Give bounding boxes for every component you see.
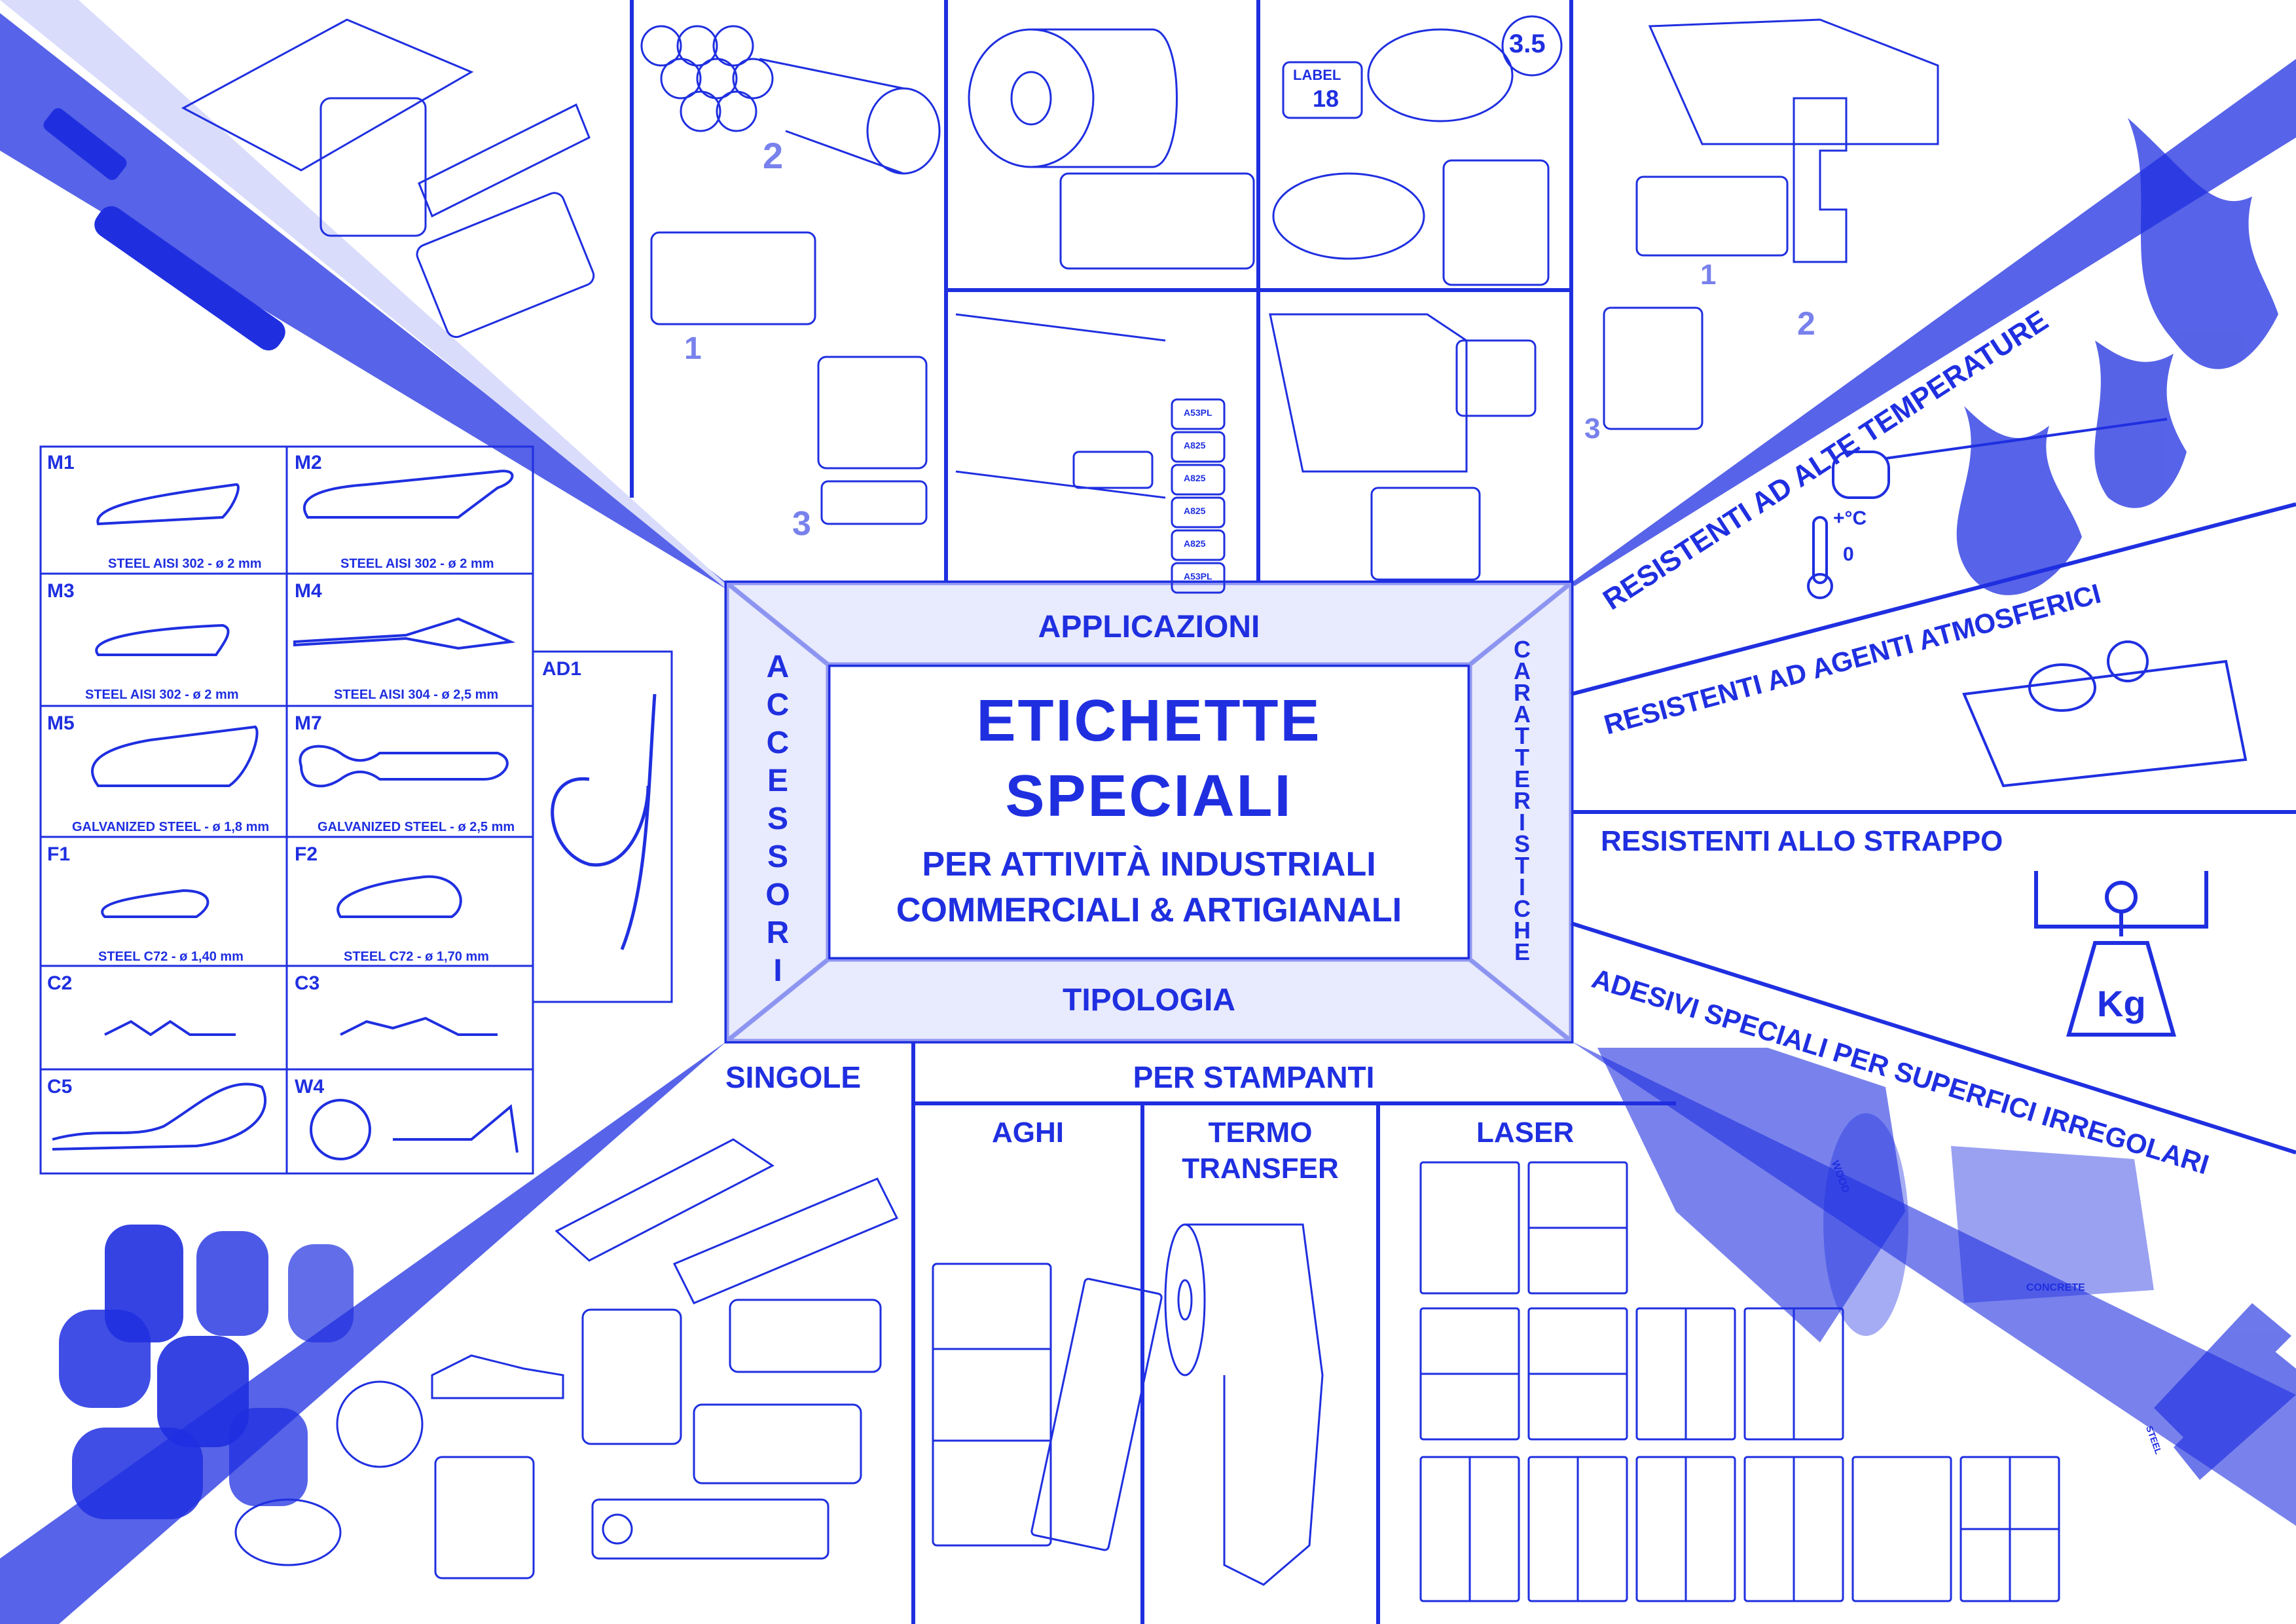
clip-code: M4 xyxy=(295,580,322,602)
clip-code: M2 xyxy=(295,452,322,473)
weight-unit: Kg xyxy=(2097,983,2146,1024)
temp-unit: +°C xyxy=(1833,507,1867,529)
needle-heading: AGHI xyxy=(992,1116,1064,1149)
concrete-block xyxy=(1951,1146,2154,1303)
step-number: 2 xyxy=(763,135,784,176)
clip-caption: GALVANIZED STEEL - ø 2,5 mm xyxy=(318,820,515,834)
ribbon-rolls xyxy=(59,1225,354,1519)
clip-caption: STEEL C72 - ø 1,40 mm xyxy=(98,950,244,964)
step-number: 1 xyxy=(684,331,702,366)
clip-code: C3 xyxy=(295,972,320,994)
characteristics-heading: CARATTERISTICHE xyxy=(1503,636,1542,965)
thermo-heading-line1: TERMO xyxy=(1208,1116,1313,1149)
clip-caption: STEEL C72 - ø 1,70 mm xyxy=(344,950,489,964)
tear-label: RESISTENTI ALLO STRAPPO xyxy=(1601,825,2003,857)
band-top-right xyxy=(1571,59,2296,586)
clip-code: M3 xyxy=(47,580,75,602)
subtitle-line1: PER ATTIVITÀ INDUSTRIALI xyxy=(922,845,1376,883)
weight-icon xyxy=(2034,871,2208,1037)
wire-size: 3.5 xyxy=(1509,29,1546,58)
printers-heading: PER STAMPANTI xyxy=(1133,1060,1375,1094)
laser-heading: LASER xyxy=(1476,1116,1575,1149)
accessories-heading-text: ACCESSORI xyxy=(765,650,790,988)
clip-caption: STEEL AISI 302 - ø 2 mm xyxy=(340,557,494,571)
clips-table xyxy=(39,445,673,1175)
step-number: 3 xyxy=(1584,413,1601,445)
band-top-left-light xyxy=(0,0,727,589)
step-number: 2 xyxy=(1797,305,1815,342)
clip-code: C5 xyxy=(47,1076,73,1098)
tag-code: A825 xyxy=(1184,538,1206,549)
main-title-line2: SPECIALI xyxy=(1005,764,1293,829)
marker-pen xyxy=(43,108,285,351)
subtitle-line2: COMMERCIALI & ARTIGIANALI xyxy=(896,891,1402,929)
band-top-left xyxy=(0,13,727,589)
clip-code: M5 xyxy=(47,712,75,734)
single-heading: SINGOLE xyxy=(725,1060,862,1094)
cable-tie-code: AD1 xyxy=(542,658,582,680)
clip-code: M7 xyxy=(295,712,322,734)
wood-log xyxy=(1597,1048,1908,1342)
tag-code: A53PL xyxy=(1184,407,1212,418)
clip-caption: GALVANIZED STEEL - ø 1,8 mm xyxy=(72,820,270,834)
characteristics-heading-text: CARATTERISTICHE xyxy=(1514,636,1531,965)
clip-code: F1 xyxy=(47,843,71,865)
main-title-line1: ETICHETTE xyxy=(976,688,1322,754)
thermo-heading-line2: TRANSFER xyxy=(1182,1153,1339,1185)
tag-code: A825 xyxy=(1184,506,1206,516)
tag-code: A825 xyxy=(1184,473,1206,483)
steel-bars xyxy=(2154,1303,2296,1480)
label-brand: LABEL xyxy=(1293,67,1341,83)
tag-code: A53PL xyxy=(1184,571,1212,581)
tag-code: A825 xyxy=(1184,440,1206,451)
accessories-heading: ACCESSORI xyxy=(758,648,797,990)
flames xyxy=(1956,118,2278,595)
types-heading: TIPOLOGIA xyxy=(1063,983,1235,1018)
label-number: 18 xyxy=(1313,85,1339,112)
clip-caption: STEEL AISI 302 - ø 2 mm xyxy=(108,557,262,571)
clip-code: C2 xyxy=(47,972,73,994)
clip-code: M1 xyxy=(47,452,75,473)
clip-code: F2 xyxy=(295,843,318,865)
applications-heading: APPLICAZIONI xyxy=(1038,610,1260,644)
clip-caption: STEEL AISI 302 - ø 2 mm xyxy=(85,688,239,702)
step-number: 1 xyxy=(1700,259,1717,291)
clip-code: W4 xyxy=(295,1076,324,1098)
temp-zero: 0 xyxy=(1843,544,1854,565)
step-number: 3 xyxy=(792,505,811,543)
clip-caption: STEEL AISI 304 - ø 2,5 mm xyxy=(334,688,499,702)
applications-grid xyxy=(630,0,1573,583)
concrete-tag: CONCRETE xyxy=(2026,1282,2085,1293)
